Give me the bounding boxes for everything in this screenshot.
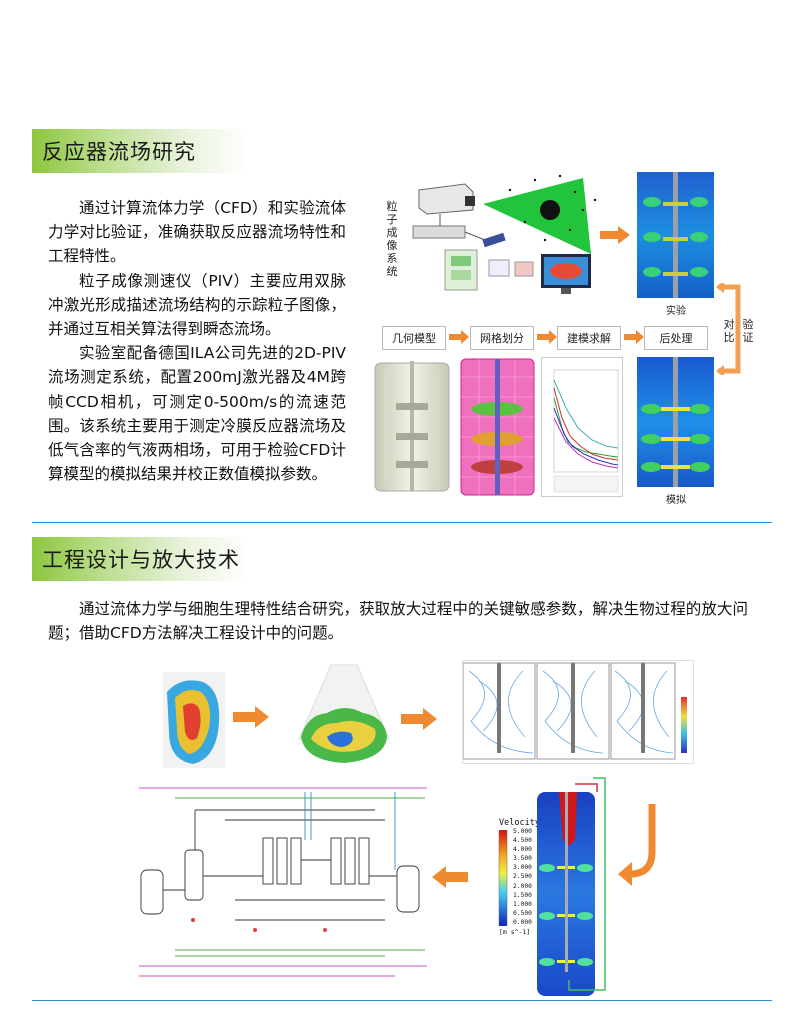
cfd-cone-contour-image — [297, 663, 391, 769]
verify-label: 验证 — [742, 318, 754, 344]
legend-tick: 5.000 — [513, 828, 532, 835]
arrow-right-icon — [624, 330, 644, 344]
arrow-right-icon — [449, 330, 469, 344]
section2-title: 工程设计与放大技术 — [42, 548, 240, 572]
legend-tick: 0.000 — [513, 918, 532, 926]
legend-tick: 3.000 — [513, 864, 532, 872]
arrow-right-icon — [401, 708, 437, 730]
simulation-cfd-image — [637, 357, 714, 487]
velocity-legend-title: Velocity — [499, 818, 540, 828]
compare-label: 对比 — [723, 318, 735, 344]
section1-paragraph-1: 通过计算流体力学（CFD）和实验流体力学对比验证，准确获取反应器流场特性和工程特… — [48, 199, 346, 266]
section2-header: 工程设计与放大技术 — [32, 537, 247, 581]
velocity-legend-ticks: 5.000 4.500 4.000 3.500 3.000 2.500 2.00… — [513, 827, 532, 927]
legend-tick: 0.500 — [513, 909, 532, 917]
legend-tick: 2.500 — [513, 873, 532, 881]
section1-title: 反应器流场研究 — [42, 140, 196, 164]
legend-tick: 1.500 — [513, 891, 532, 899]
velocity-legend-unit: [m s^-1] — [499, 928, 531, 936]
section1-paragraph-3: 实验室配备德国ILA公司先进的2D-PIV流场测定系统，配置200mJ激光器及4… — [48, 344, 346, 484]
flow-step-mesh: 网格划分 — [470, 326, 534, 350]
legend-tick: 2.000 — [513, 882, 532, 890]
experiment-cfd-image — [637, 172, 714, 298]
piv-system-illustration — [412, 174, 597, 294]
section2-divider — [32, 1000, 772, 1001]
section2-paragraph: 通过流体力学与细胞生理特性结合研究，获取放大过程中的关键敏感参数，解决生物过程的… — [48, 600, 748, 643]
section1-header: 反应器流场研究 — [32, 129, 247, 173]
arrow-right-icon — [600, 226, 630, 244]
arrow-left-icon — [432, 866, 468, 888]
flow-step-geometry: 几何模型 — [382, 326, 446, 350]
cfd-vector-field-image — [462, 660, 694, 764]
legend-tick: 1.000 — [513, 900, 532, 908]
cfd-tank-contour-image — [163, 672, 225, 768]
section1-paragraph-2: 粒子成像测速仪（PIV）主要应用双脉冲激光形成描述流场结构的示踪粒子图像，并通过… — [48, 271, 346, 339]
mesh-image — [459, 357, 536, 497]
legend-tick: 4.000 — [513, 846, 532, 854]
compare-bracket — [716, 283, 741, 375]
flow-step-postprocess: 后处理 — [644, 326, 708, 350]
section1-divider — [32, 522, 772, 523]
section1-body: 通过计算流体力学（CFD）和实验流体力学对比验证，准确获取反应器流场特性和工程特… — [48, 196, 346, 486]
legend-tick: 3.500 — [513, 855, 532, 863]
flow-step-solve: 建模求解 — [557, 326, 621, 350]
residual-chart-image — [541, 357, 623, 497]
simulation-label: 模拟 — [666, 495, 686, 506]
curved-arrow-icon — [618, 804, 656, 886]
legend-tick: 4.500 — [513, 837, 532, 845]
velocity-contour-figure: Velocity 5.000 4.500 4.000 3.500 3.000 2… — [495, 776, 610, 998]
section2-body: 通过流体力学与细胞生理特性结合研究，获取放大过程中的关键敏感参数，解决生物过程的… — [48, 597, 748, 645]
arrow-right-icon — [537, 330, 557, 344]
process-pid-diagram — [135, 780, 433, 986]
arrow-right-icon — [233, 706, 269, 728]
geometry-model-image — [372, 357, 452, 497]
piv-system-figure: 粒子成像系统 — [385, 170, 617, 304]
piv-system-label: 粒子成像系统 — [386, 200, 398, 278]
experiment-label: 实验 — [666, 306, 686, 317]
